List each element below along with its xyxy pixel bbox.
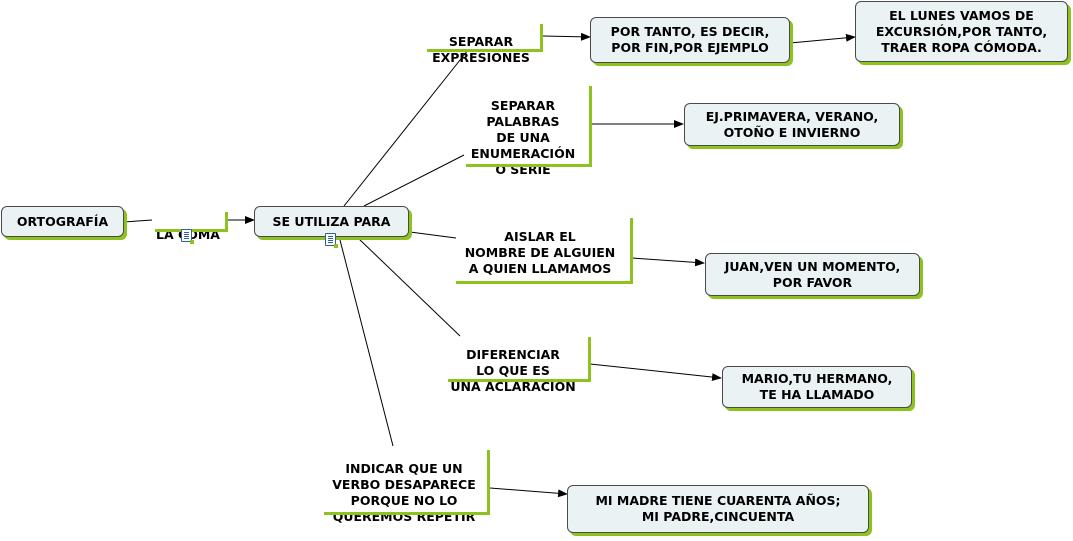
separar-palabras-bracket [589, 86, 592, 167]
node-separar-palabras[interactable]: SEPARAR PALABRAS DE UNA ENUMERACIÓN O SE… [458, 82, 588, 194]
node-mi-madre[interactable]: MI MADRE TIENE CUARENTA AÑOS; MI PADRE,C… [567, 485, 869, 533]
edge-seutiliza-aislar [409, 231, 457, 239]
edge-separar-expresiones-portanto [542, 32, 591, 41]
node-se-utiliza-para[interactable]: SE UTILIZA PARA [254, 206, 409, 237]
node-juan[interactable]: JUAN,VEN UN MOMENTO, POR FAVOR [705, 253, 920, 296]
indicar-underline [324, 512, 490, 515]
edge-aislar-juan [631, 257, 705, 267]
diferenciar-underline [448, 379, 591, 382]
node-aislar-text: AISLAR EL NOMBRE DE ALGUIEN A QUIEN LLAM… [464, 229, 616, 276]
edge-seutiliza-indicar [339, 239, 394, 447]
note-icon[interactable] [325, 233, 338, 248]
edge-portanto-ellunes [789, 33, 856, 44]
node-mario[interactable]: MARIO,TU HERMANO, TE HA LLAMADO [722, 366, 912, 408]
aislar-underline [456, 281, 633, 284]
node-ortografia[interactable]: ORTOGRAFÍA [1, 206, 124, 237]
separar-expresiones-bracket [540, 24, 543, 52]
indicar-bracket [487, 450, 490, 515]
separar-palabras-underline [466, 164, 592, 167]
node-por-tanto[interactable]: POR TANTO, ES DECIR, POR FIN,POR EJEMPLO [590, 17, 790, 63]
edge-indicar-mimadre [489, 487, 568, 498]
edge-seutiliza-diferenciar [357, 237, 461, 337]
node-separar-expresiones-text: SEPARAR EXPRESIONES [432, 34, 530, 65]
node-indicar[interactable]: INDICAR QUE UN VERBO DESAPARECE PORQUE N… [318, 445, 490, 541]
node-aislar[interactable]: AISLAR EL NOMBRE DE ALGUIEN A QUIEN LLAM… [448, 213, 632, 293]
edge-diferenciar-mario [589, 363, 722, 382]
node-el-lunes[interactable]: EL LUNES VAMOS DE EXCURSIÓN,POR TANTO, T… [855, 1, 1068, 62]
node-diferenciar[interactable]: DIFERENCIAR LO QUE ES UNA ACLARACIÓN [438, 331, 588, 411]
edge-ortografia-lacoma [123, 219, 153, 223]
la-coma-bracket [225, 212, 228, 232]
node-separar-expresiones[interactable]: SEPARAR EXPRESIONES [418, 18, 544, 82]
edge-seutiliza-separar-palabras [363, 154, 465, 207]
note-icon[interactable] [181, 229, 194, 244]
node-diferenciar-text: DIFERENCIAR LO QUE ES UNA ACLARACIÓN [450, 347, 576, 394]
diferenciar-bracket [588, 337, 591, 382]
node-primavera[interactable]: EJ.PRIMAVERA, VERANO, OTOÑO E INVIERNO [684, 103, 900, 146]
separar-expresiones-underline [427, 49, 543, 52]
edge-seutiliza-separar-expresiones [343, 49, 469, 207]
node-indicar-text: INDICAR QUE UN VERBO DESAPARECE PORQUE N… [332, 461, 476, 524]
aislar-bracket [630, 218, 633, 284]
